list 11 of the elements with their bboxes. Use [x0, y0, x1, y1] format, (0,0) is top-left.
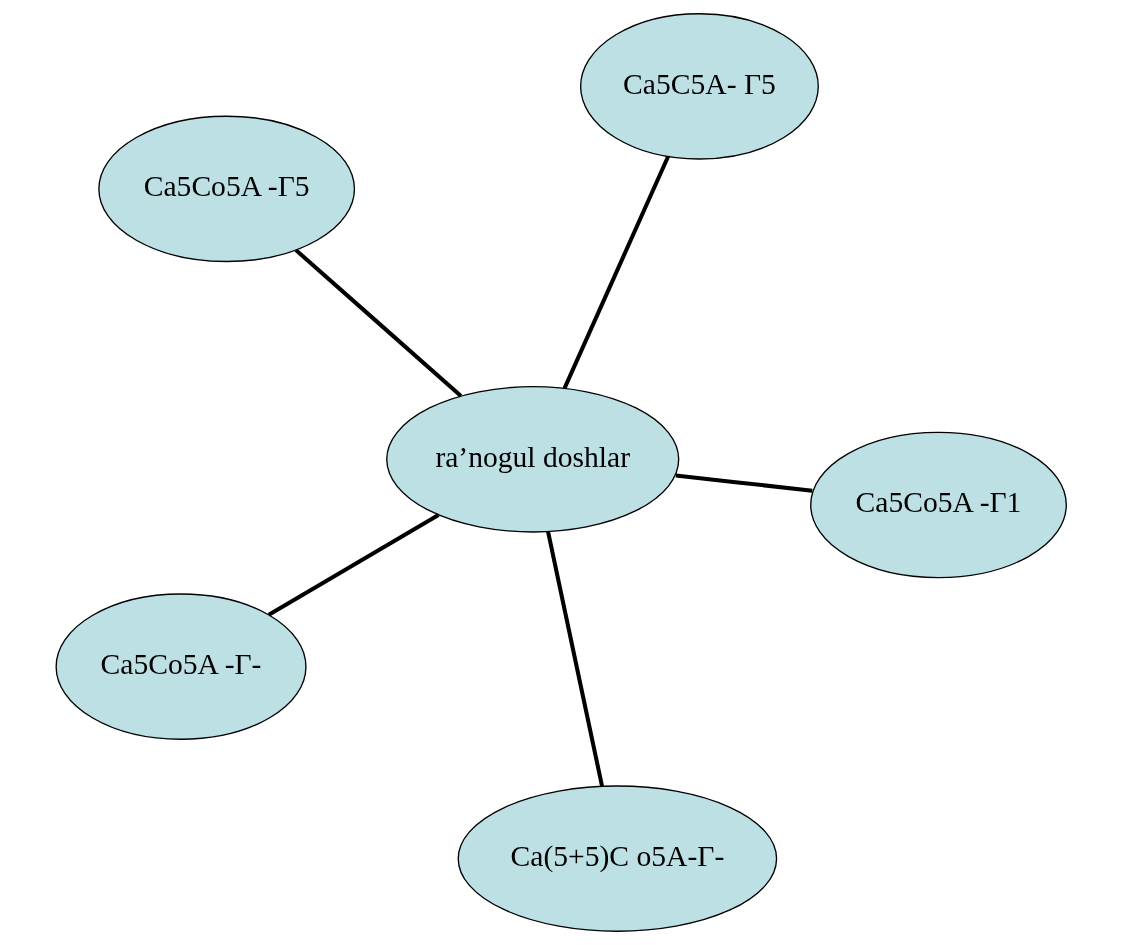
node-ellipse: ra’nogul doshlar — [386, 386, 680, 533]
node-ellipse: Ca5Co5A -Γ- — [55, 593, 307, 740]
node-ellipse: Ca5Co5A -Γ1 — [810, 431, 1067, 579]
node-ellipse: Ca(5+5)C o5A-Γ- — [457, 785, 778, 932]
node-ellipse: Ca5C5A- Γ5 — [579, 13, 819, 160]
connector — [267, 513, 440, 617]
connector — [546, 531, 604, 787]
connector — [294, 248, 463, 398]
node-ellipse: Ca5Co5A -Γ5 — [98, 115, 356, 263]
connector — [562, 155, 670, 390]
connector — [675, 473, 813, 493]
